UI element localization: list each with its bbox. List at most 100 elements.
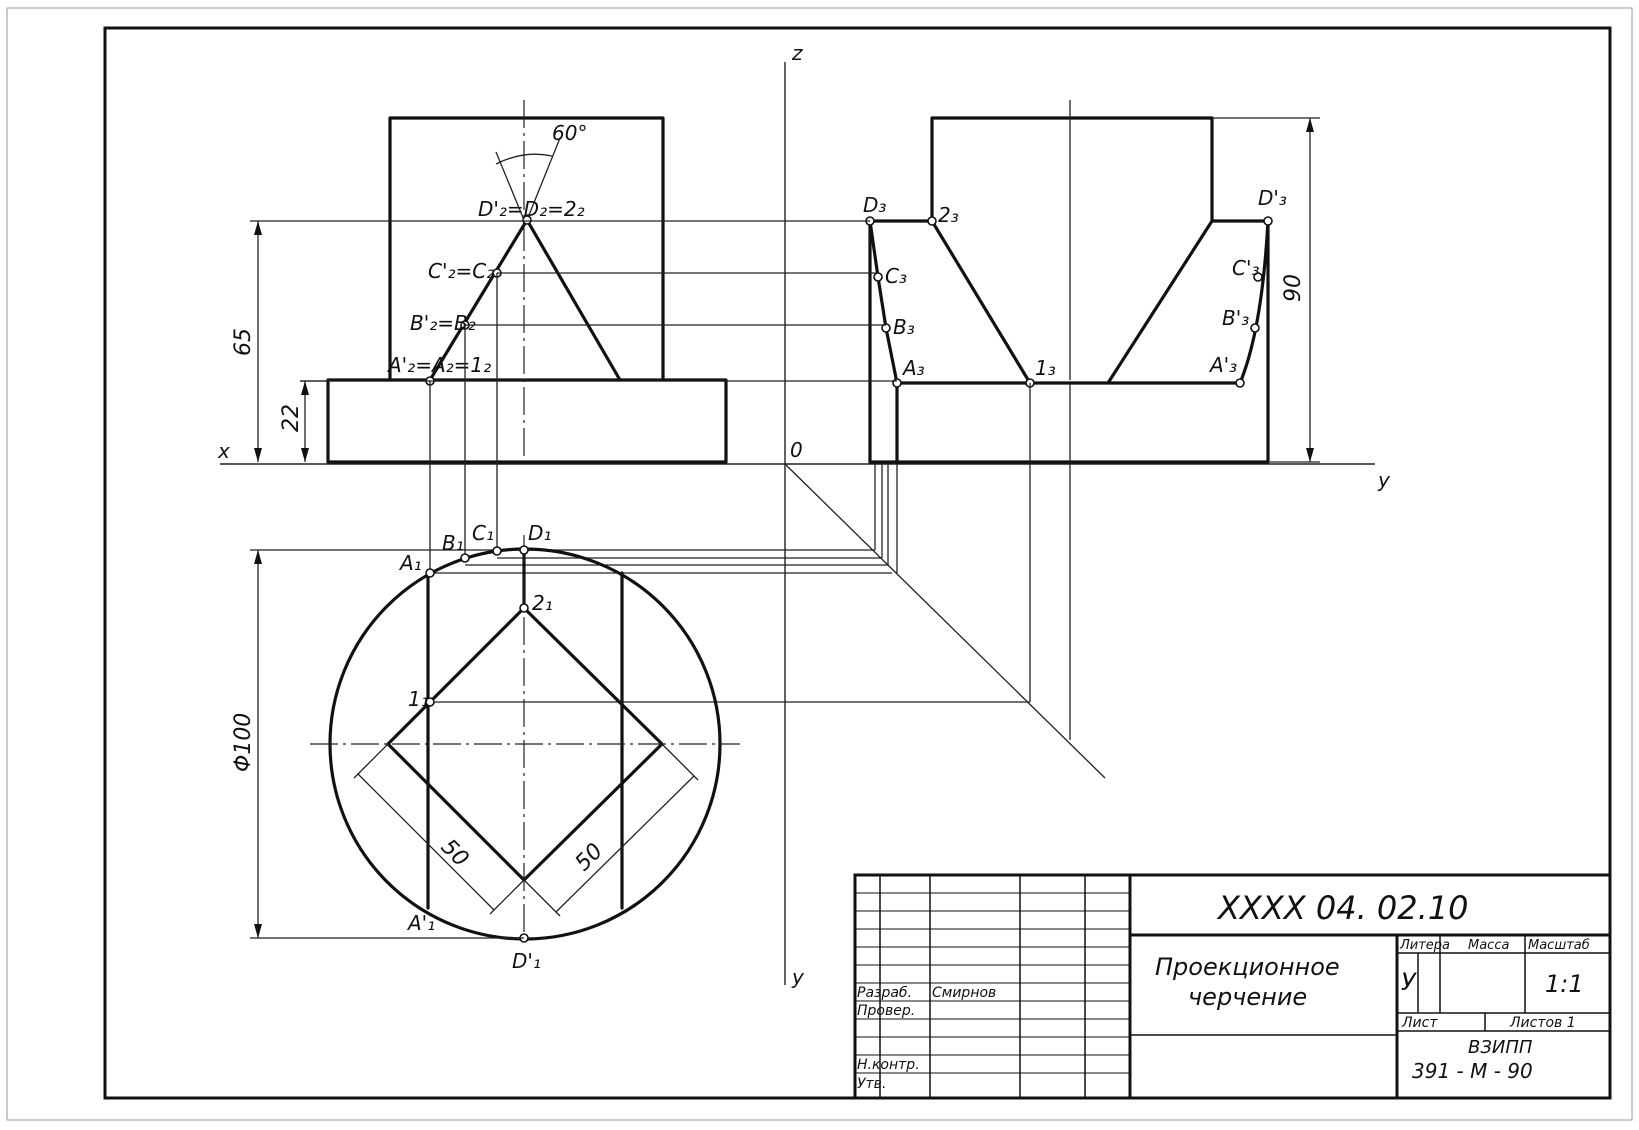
dim-phi-text: Φ100 <box>231 713 256 772</box>
projection-links <box>250 220 1071 740</box>
label-c3: C₃ <box>885 264 907 288</box>
angle-leader-right <box>526 137 561 221</box>
point-d1 <box>519 545 529 555</box>
org-line2: 391 - М - 90 <box>1412 1059 1533 1083</box>
point-d3p <box>1263 216 1273 226</box>
dim-50a-ext2 <box>489 879 525 915</box>
label-c2: C'₂=C₂ <box>428 259 494 283</box>
dim-22-arrow-top <box>301 381 309 395</box>
dim-22-text: 22 <box>279 404 304 432</box>
list-label: Лист <box>1401 1015 1438 1031</box>
dim-phi-arrow-top <box>254 550 262 564</box>
label-a1p: A'₁ <box>406 911 435 935</box>
dim-phi-arrow-bottom <box>254 924 262 938</box>
nkontr-label: Н.контр. <box>857 1057 920 1073</box>
dim-22-arrow-bottom <box>301 448 309 462</box>
dim-50a-text: 50 <box>436 835 473 872</box>
point-c3p <box>1253 272 1263 282</box>
point-a3p <box>1235 378 1245 388</box>
dim-50b-text: 50 <box>571 839 608 876</box>
utv-label: Утв. <box>857 1076 886 1092</box>
label-c3p: C'₃ <box>1232 256 1259 280</box>
point-b3p <box>1250 323 1260 333</box>
razrab-label: Разраб. <box>857 985 912 1001</box>
label-d2: D'₂=D₂=2₂ <box>478 197 585 221</box>
side-upper-body <box>930 116 1214 223</box>
label-2-1: 2₁ <box>532 591 553 615</box>
side-view: D₃ 2₃ C₃ B₃ A₃ 1₃ D'₃ C'₃ B'₃ A'₃ <box>863 100 1287 464</box>
org-line1: ВЗИПП <box>1468 1037 1533 1058</box>
label-a3p: A'₃ <box>1208 353 1237 377</box>
label-d1p: D'₁ <box>512 949 541 973</box>
point-b1 <box>460 553 470 563</box>
massa-label: Масса <box>1468 938 1509 953</box>
razrab-name: Смирнов <box>932 985 996 1001</box>
angle-arc <box>495 153 553 165</box>
point-a3 <box>892 378 902 388</box>
sheet-edge <box>6 7 1633 1121</box>
masshtab-label: Масштаб <box>1528 938 1590 953</box>
side-left-slope <box>930 219 1032 385</box>
front-view: 60° D'₂=D₂=2₂ C'₂=C₂ B'₂=B₂ A'₂=A₂=1₂ <box>326 100 728 464</box>
label-d3: D₃ <box>863 193 886 217</box>
label-2-3: 2₃ <box>938 203 959 227</box>
title-block-frame <box>853 873 1612 1100</box>
point-c3 <box>873 272 883 282</box>
dimensions: 65 22 90 Φ100 50 50 <box>231 117 1320 939</box>
y-axis-down-label: y <box>791 965 805 989</box>
dim-50b-line <box>555 775 695 913</box>
prover-label: Провер. <box>857 1003 915 1019</box>
z-axis-label: z <box>791 41 803 65</box>
point-2-3 <box>927 216 937 226</box>
label-d1: D₁ <box>528 521 551 545</box>
label-c1: C₁ <box>472 521 494 545</box>
dim-90-arrow-bottom <box>1306 448 1314 462</box>
drawing-title-line2: черчение <box>1188 983 1307 1011</box>
label-a2: A'₂=A₂=1₂ <box>386 353 491 377</box>
constant-line-45 <box>784 463 1106 779</box>
drawing-title-line1: Проекционное <box>1155 953 1340 981</box>
dim-65-arrow-top <box>254 221 262 235</box>
point-c1 <box>492 546 502 556</box>
scale-value: 1:1 <box>1545 970 1584 998</box>
side-right-slope <box>1106 219 1214 385</box>
dim-90-text: 90 <box>1281 274 1306 302</box>
top-view: A₁ B₁ C₁ D₁ 2₁ 1₁ A'₁ D'₁ <box>310 521 740 973</box>
point-1-1 <box>425 697 435 707</box>
point-b3 <box>881 323 891 333</box>
projection-axes: z x 0 y y <box>217 41 1391 989</box>
origin-label: 0 <box>790 438 803 462</box>
dim-90-arrow-top <box>1306 118 1314 132</box>
dim-50b-ext1 <box>661 743 699 781</box>
point-a1 <box>425 568 435 578</box>
label-b3: B₃ <box>893 315 915 339</box>
dim-65-arrow-bottom <box>254 448 262 462</box>
label-a3: A₃ <box>901 356 925 380</box>
dim-50a-ext1 <box>353 743 389 779</box>
dim-50b-ext2 <box>523 879 561 917</box>
angle-label: 60° <box>552 121 587 145</box>
litera-value: У <box>1401 968 1417 996</box>
dim-65-text: 65 <box>231 328 256 356</box>
listov-label: Листов 1 <box>1509 1015 1576 1031</box>
side-left-curve <box>868 219 899 464</box>
label-d3p: D'₃ <box>1258 186 1287 210</box>
label-1-1: 1₁ <box>408 687 429 711</box>
label-b1: B₁ <box>442 531 464 555</box>
label-b2: B'₂=B₂ <box>410 311 476 335</box>
title-block: XXXX 04. 02.10 Проекционное черчение Лит… <box>853 873 1612 1100</box>
front-base <box>326 378 728 464</box>
label-1-3: 1₃ <box>1035 356 1056 380</box>
point-2-1 <box>519 603 529 613</box>
side-right-curve <box>1238 219 1270 385</box>
x-axis-label: x <box>217 439 230 463</box>
point-d2 <box>522 215 532 225</box>
litera-label: Литера <box>1399 938 1450 953</box>
label-b3p: B'₃ <box>1222 306 1249 330</box>
angle-leader-left <box>495 151 525 221</box>
dim-50a-line <box>357 773 495 911</box>
front-upper-body <box>388 116 665 382</box>
drawing-code: XXXX 04. 02.10 <box>1216 889 1469 927</box>
y-axis-right-label: y <box>1377 468 1391 492</box>
